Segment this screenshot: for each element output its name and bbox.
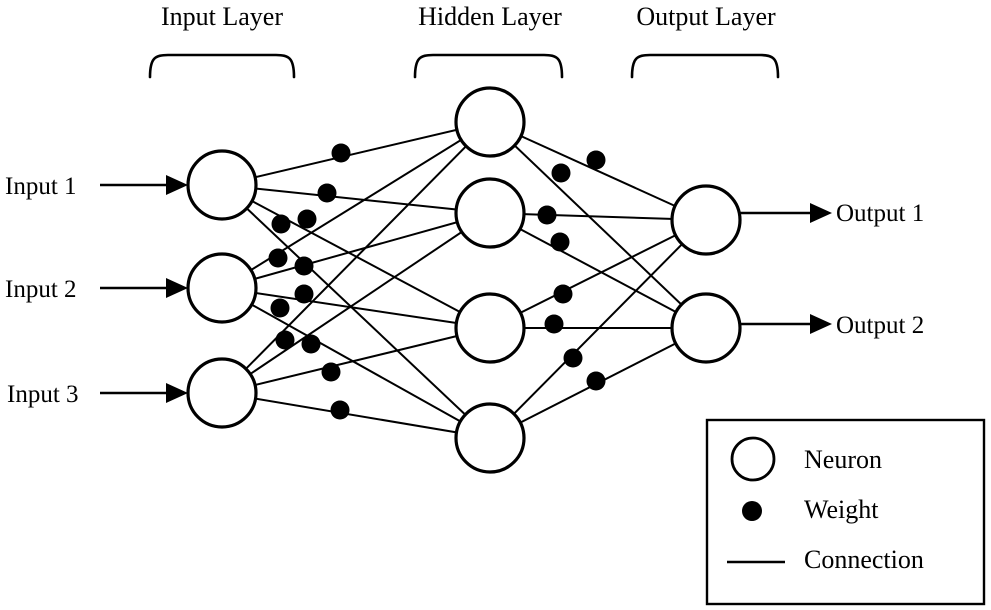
legend-weight-label: Weight [804,495,879,524]
legend-connection-label: Connection [804,545,924,574]
weights [268,143,606,420]
legend-neuron-label: Neuron [804,445,882,474]
input-layer-title: Input Layer [161,2,283,31]
input-label-1: Input 1 [5,173,77,200]
output-layer-brace [630,53,780,79]
hidden-layer-brace [413,53,564,79]
hidden-layer-title: Hidden Layer [418,2,562,31]
input-neuron-1 [186,149,258,221]
connections [221,121,707,439]
input-layer-brace [148,53,296,79]
hidden-neuron-4 [454,402,526,474]
input-arrows [100,175,188,403]
output-label-1: Output 1 [836,200,924,227]
legend-neuron-icon [730,436,776,482]
hidden-neuron-2 [454,177,526,249]
legend: Neuron Weight Connection [705,418,986,606]
output-arrows [740,203,832,334]
output-label-2: Output 2 [836,312,924,339]
input-neuron-2 [186,252,258,324]
input-label-3: Input 3 [7,381,79,408]
output-neuron-2 [670,292,742,364]
output-layer-title: Output Layer [636,2,776,31]
output-neuron-1 [670,184,742,256]
hidden-neuron-1 [454,86,526,158]
hidden-neuron-3 [454,292,526,364]
legend-weight-icon [742,501,762,521]
input-label-2: Input 2 [5,276,77,303]
input-neuron-3 [186,357,258,429]
